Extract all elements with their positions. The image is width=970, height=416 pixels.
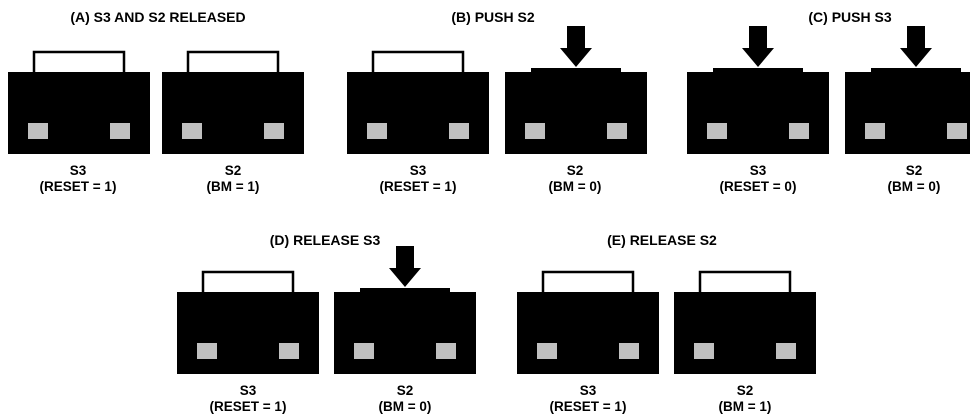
contact-pad-right <box>947 123 967 139</box>
panel-e-button-s2 <box>674 270 816 374</box>
contact-pad-left <box>865 123 885 139</box>
panel-e-s2-state: (BM = 1) <box>719 399 772 414</box>
contact-pad-right <box>110 123 130 139</box>
panel-a-s2-state: (BM = 1) <box>207 179 260 194</box>
button-body <box>177 292 319 374</box>
contact-pad-left <box>28 123 48 139</box>
button-body <box>505 72 647 154</box>
button-body <box>674 292 816 374</box>
contact-pad-left <box>707 123 727 139</box>
panel-b-s3-state: (RESET = 1) <box>380 179 457 194</box>
button-body <box>347 72 489 154</box>
contact-pad-left <box>537 343 557 359</box>
panel-d-s2-name: S2 <box>397 383 414 398</box>
panel-b-s2-name: S2 <box>567 163 584 178</box>
pressed-plunger <box>531 68 621 72</box>
panel-e-s2-name: S2 <box>737 383 754 398</box>
button-body <box>8 72 150 154</box>
button-body <box>687 72 829 154</box>
panel-c-s3-name: S3 <box>750 163 767 178</box>
button-body <box>334 292 476 374</box>
pressed-plunger <box>871 68 961 72</box>
panel-c-title: (C) PUSH S3 <box>808 9 891 25</box>
panel-d-title: (D) RELEASE S3 <box>270 232 381 248</box>
panel-b-button-s3 <box>347 50 489 154</box>
contact-pad-left <box>354 343 374 359</box>
push-arrow-icon <box>389 246 421 287</box>
panel-e-button-s3 <box>517 270 659 374</box>
panel-e-title: (E) RELEASE S2 <box>607 232 717 248</box>
pressed-plunger <box>713 68 803 72</box>
panel-d-s3-name: S3 <box>240 383 257 398</box>
contact-pad-left <box>182 123 202 139</box>
panel-a-title: (A) S3 AND S2 RELEASED <box>70 9 245 25</box>
panel-c-button-s2 <box>845 26 970 154</box>
push-arrow-icon <box>900 26 932 67</box>
panel-a-button-s3 <box>8 50 150 154</box>
panel-c-s2-state: (BM = 0) <box>888 179 941 194</box>
raised-plunger <box>541 270 635 292</box>
panel-d-button-s2 <box>334 246 476 374</box>
button-body <box>517 292 659 374</box>
button-body <box>845 72 970 154</box>
raised-plunger <box>371 50 465 72</box>
panel-a: (A) S3 AND S2 RELEASED S3 (RESET = 1) S2… <box>8 9 304 194</box>
contact-pad-right <box>436 343 456 359</box>
panel-d: (D) RELEASE S3 S3 (RESET = 1) S2 (BM = 0… <box>177 232 476 414</box>
panel-d-button-s3 <box>177 270 319 374</box>
panel-c-s3-state: (RESET = 0) <box>720 179 797 194</box>
panel-b-title: (B) PUSH S2 <box>451 9 534 25</box>
raised-plunger <box>698 270 792 292</box>
contact-pad-right <box>789 123 809 139</box>
panel-b-s2-state: (BM = 0) <box>549 179 602 194</box>
button-body <box>162 72 304 154</box>
contact-pad-left <box>694 343 714 359</box>
panel-a-s2-name: S2 <box>225 163 242 178</box>
push-arrow-icon <box>560 26 592 67</box>
contact-pad-right <box>607 123 627 139</box>
contact-pad-right <box>776 343 796 359</box>
contact-pad-right <box>619 343 639 359</box>
panel-b: (B) PUSH S2 S3 (RESET = 1) S2 (BM = 0) <box>347 9 647 194</box>
panel-d-s2-state: (BM = 0) <box>379 399 432 414</box>
panel-e-s3-name: S3 <box>580 383 597 398</box>
panel-b-s3-name: S3 <box>410 163 427 178</box>
panel-c: (C) PUSH S3 S3 (RESET = 0) S2 (BM = 0) <box>687 9 970 194</box>
raised-plunger <box>186 50 280 72</box>
raised-plunger <box>201 270 295 292</box>
contact-pad-right <box>279 343 299 359</box>
panel-a-button-s2 <box>162 50 304 154</box>
panel-a-s3-name: S3 <box>70 163 87 178</box>
contact-pad-left <box>525 123 545 139</box>
push-arrow-icon <box>742 26 774 67</box>
panel-b-button-s2 <box>505 26 647 154</box>
contact-pad-left <box>367 123 387 139</box>
contact-pad-right <box>449 123 469 139</box>
panel-a-s3-state: (RESET = 1) <box>40 179 117 194</box>
pressed-plunger <box>360 288 450 292</box>
panel-e: (E) RELEASE S2 S3 (RESET = 1) S2 (BM = 1… <box>517 232 816 414</box>
contact-pad-right <box>264 123 284 139</box>
raised-plunger <box>32 50 126 72</box>
panel-c-button-s3 <box>687 26 829 154</box>
panel-c-s2-name: S2 <box>906 163 923 178</box>
panel-e-s3-state: (RESET = 1) <box>550 399 627 414</box>
panel-d-s3-state: (RESET = 1) <box>210 399 287 414</box>
contact-pad-left <box>197 343 217 359</box>
